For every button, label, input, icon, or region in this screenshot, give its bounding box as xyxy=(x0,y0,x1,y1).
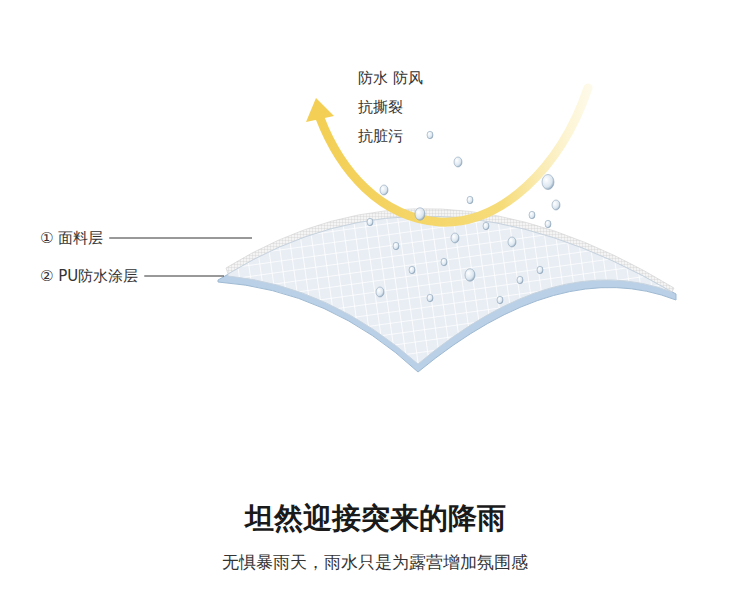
water-drop xyxy=(467,196,473,204)
water-droplets xyxy=(367,131,560,304)
water-drop xyxy=(380,185,388,195)
water-drop xyxy=(542,175,554,190)
caption: 无惧暴雨天，雨水只是为露营增加氛围感 xyxy=(0,551,750,574)
feature-label: 抗撕裂 xyxy=(358,98,403,116)
water-drop xyxy=(465,269,475,282)
water-drop xyxy=(415,208,425,221)
fabric-layer xyxy=(228,216,672,364)
water-drop xyxy=(367,218,373,226)
water-drop xyxy=(545,220,551,228)
water-drop xyxy=(427,294,433,302)
layer-label: ① 面料层 xyxy=(40,229,103,247)
water-drop xyxy=(508,237,516,247)
water-drop xyxy=(497,296,503,304)
layer-label: ② PU防水涂层 xyxy=(40,267,138,285)
water-drop xyxy=(451,233,459,243)
deflect-arrow xyxy=(320,88,588,222)
water-drop xyxy=(454,157,462,167)
water-drop xyxy=(409,266,415,274)
water-drop xyxy=(441,258,447,266)
water-drop xyxy=(517,276,523,284)
headline: 坦然迎接突来的降雨 xyxy=(0,499,750,539)
feature-label: 防水 防风 xyxy=(358,69,423,87)
feature-label: 抗脏污 xyxy=(358,127,403,145)
water-drop xyxy=(483,222,489,230)
water-drop xyxy=(376,287,384,297)
leader-line xyxy=(144,276,224,277)
water-drop xyxy=(393,242,399,250)
water-drop xyxy=(552,200,560,210)
arrow-head xyxy=(306,98,334,122)
leader-line xyxy=(109,238,252,239)
water-drop xyxy=(529,211,535,219)
water-drop xyxy=(427,131,433,139)
water-drop xyxy=(537,266,543,274)
